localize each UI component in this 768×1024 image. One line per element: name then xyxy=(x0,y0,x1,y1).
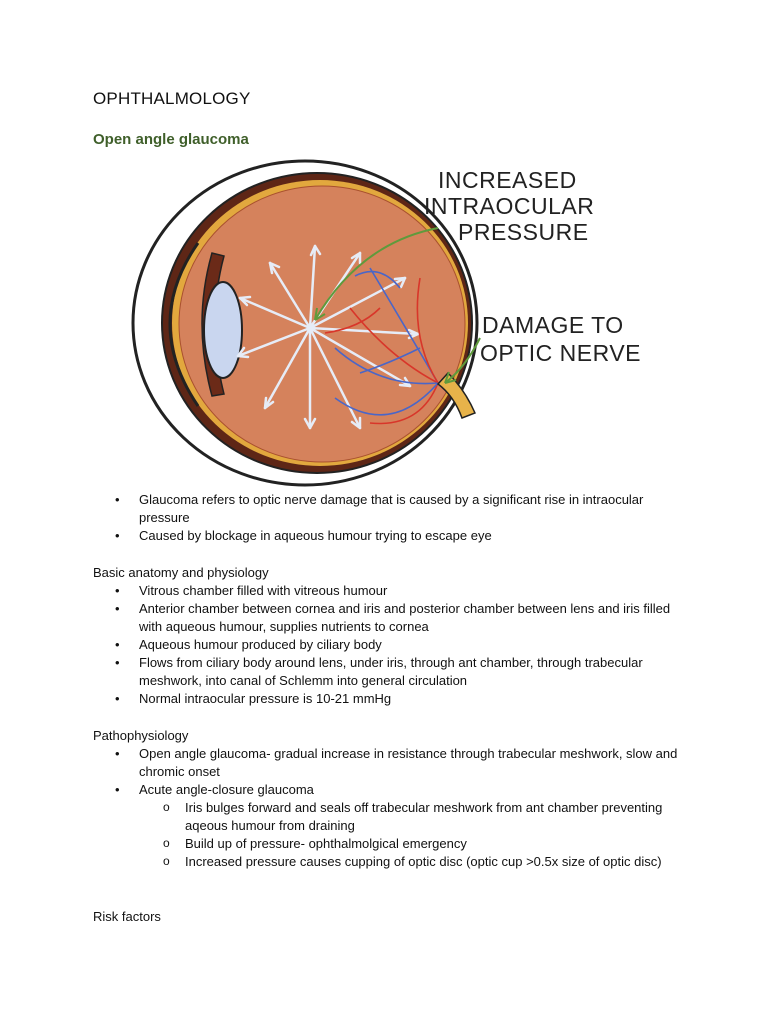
sub-list-item: Increased pressure causes cupping of opt… xyxy=(93,852,683,871)
section-title: Open angle glaucoma xyxy=(93,131,249,148)
risk-heading: Risk factors xyxy=(93,909,161,924)
patho-section: Pathophysiology Open angle glaucoma- gra… xyxy=(93,727,683,871)
pressure-pointer-arrow xyxy=(314,227,439,321)
list-item: Glaucoma refers to optic nerve damage th… xyxy=(93,491,683,527)
sub-list-item: Build up of pressure- ophthalmolgical em… xyxy=(93,834,683,853)
list-item: Flows from ciliary body around lens, und… xyxy=(93,654,683,690)
label-intraocular: INTRAOCULAR xyxy=(424,193,594,219)
list-item: Acute angle-closure glaucoma xyxy=(93,781,683,799)
lens xyxy=(203,281,243,379)
list-item-text: Acute angle-closure glaucoma xyxy=(139,782,314,797)
intro-section: Glaucoma refers to optic nerve damage th… xyxy=(93,491,683,545)
label-pressure: PRESSURE xyxy=(458,219,589,245)
list-item: Normal intraocular pressure is 10-21 mmH… xyxy=(93,690,683,708)
nerve-pointer-arrow xyxy=(444,337,481,384)
risk-section: Risk factors xyxy=(93,908,683,926)
label-increased: INCREASED xyxy=(438,167,577,193)
patho-heading: Pathophysiology xyxy=(93,728,189,743)
optic-nerve xyxy=(436,371,477,419)
page-title: OPHTHALMOLOGY xyxy=(93,89,251,108)
eye-diagram: INCREASED INTRAOCULAR PRESSURE DAMAGE TO… xyxy=(131,159,641,487)
sub-list-item: Iris bulges forward and seals off trabec… xyxy=(93,798,683,835)
cornea xyxy=(168,242,200,407)
list-item: Anterior chamber between cornea and iris… xyxy=(93,600,683,636)
retinal-vessels xyxy=(324,267,439,425)
label-optic-nerve: OPTIC NERVE xyxy=(480,340,641,366)
list-item: Open angle glaucoma- gradual increase in… xyxy=(93,745,683,781)
list-item: Caused by blockage in aqueous humour try… xyxy=(93,527,683,545)
pressure-arrows xyxy=(236,244,420,430)
pressure-pointer-head xyxy=(314,307,326,321)
list-item: Vitrous chamber filled with vitreous hum… xyxy=(93,582,683,600)
label-damage-to: DAMAGE TO xyxy=(482,312,624,338)
vitreous-chamber xyxy=(178,185,466,463)
nerve-pointer-head xyxy=(444,371,457,384)
anatomy-section: Basic anatomy and physiology Vitrous cha… xyxy=(93,564,683,708)
list-item: Aqueous humour produced by ciliary body xyxy=(93,636,683,654)
anatomy-heading: Basic anatomy and physiology xyxy=(93,565,269,580)
